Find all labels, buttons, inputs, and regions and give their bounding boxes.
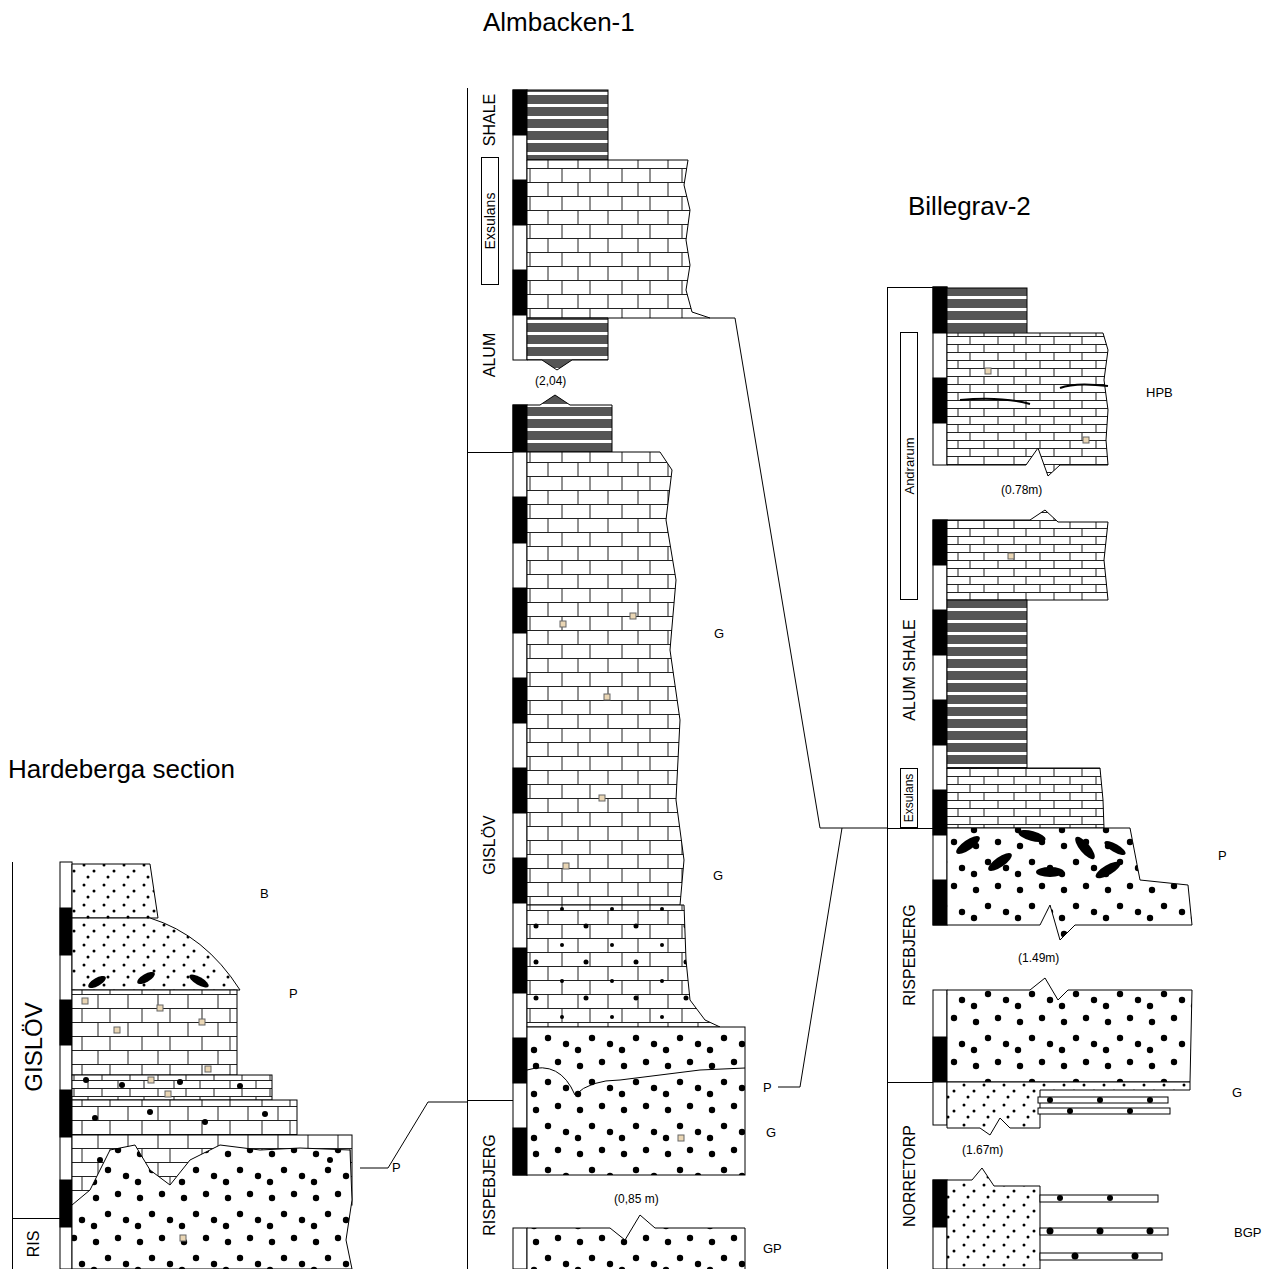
formation-band: ALUM SHALE AndrarumExsulans <box>887 287 933 828</box>
section-title: Hardeberga section <box>8 755 235 785</box>
formation-name: GISLÖV <box>482 815 498 875</box>
lithology-code: (0,85 m) <box>614 1193 659 1207</box>
formation-band: RISPEBJERG <box>467 1100 513 1269</box>
section-title: Almbacken-1 <box>483 8 635 38</box>
formation-band: GISLÖV <box>12 862 56 1218</box>
lithology-code: G <box>714 627 724 642</box>
section-title: Billegrav-2 <box>908 192 1031 222</box>
lithology-code: (1.49m) <box>1018 952 1059 966</box>
lithology-code: HPB <box>1146 386 1173 401</box>
lithology-code: P <box>392 1161 401 1176</box>
lithology-code: (0.78m) <box>1001 484 1042 498</box>
lithology-code: G <box>1232 1086 1242 1101</box>
formation-name: RIS <box>26 1230 42 1257</box>
formation-band: NORRETORP <box>887 1082 933 1269</box>
formation-name: GISLÖV <box>22 1002 46 1091</box>
formation-name: RISPEBJERG <box>482 1134 498 1235</box>
lithology-code: GP <box>763 1242 782 1257</box>
formation-name: RISPEBJERG <box>902 904 918 1005</box>
formation-name: ALUM SHALE <box>902 619 918 720</box>
formation-band: GISLÖV <box>467 452 513 1100</box>
lithology-code: G <box>713 869 723 884</box>
biozone-box: Andrarum <box>900 332 918 600</box>
formation-name: Andrarum <box>903 437 916 494</box>
formation-name: Exsulans <box>903 774 915 823</box>
formation-band: SHALE ALUM Exsulans <box>467 88 513 452</box>
lithology-code: P <box>1218 849 1227 864</box>
formation-name: NORRETORP <box>902 1125 918 1227</box>
formation-band: RISPEBJERG <box>887 828 933 1082</box>
lithology-code: BGP <box>1234 1226 1261 1241</box>
biozone-box: Exsulans <box>481 157 499 285</box>
formation-band: RIS <box>12 1218 56 1269</box>
lithology-code: (2,04) <box>535 375 566 389</box>
lithology-code: P <box>763 1081 772 1096</box>
lithology-code: P <box>289 987 298 1002</box>
lithology-code: (1.67m) <box>962 1144 1003 1158</box>
biozone-box: Exsulans <box>900 768 918 828</box>
formation-name: Exsulans <box>483 193 497 250</box>
formation-name: SHALE <box>482 94 498 146</box>
lithology-code: B <box>260 887 269 902</box>
lithology-code: G <box>766 1126 776 1141</box>
formation-name: ALUM <box>482 333 498 377</box>
